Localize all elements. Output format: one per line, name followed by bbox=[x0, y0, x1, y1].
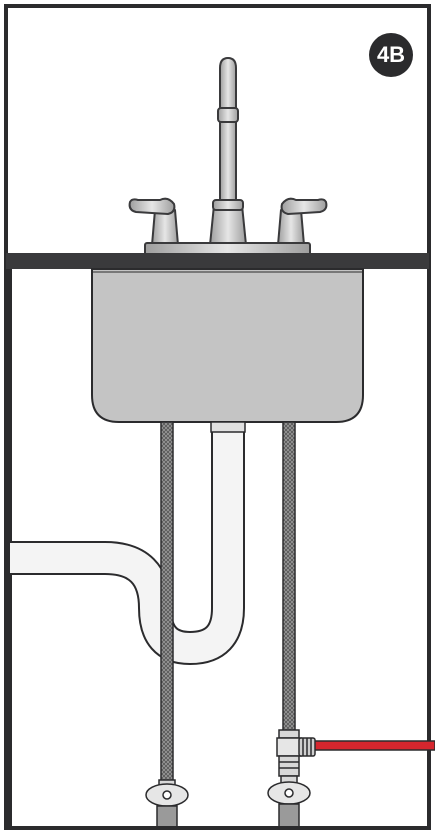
countertop bbox=[6, 253, 429, 269]
step-badge: 4B bbox=[369, 33, 413, 77]
sink-basin bbox=[91, 268, 364, 423]
supply-hose-right bbox=[282, 421, 296, 733]
shutoff-valve-icon bbox=[145, 779, 189, 829]
supply-hose-left bbox=[160, 421, 174, 783]
faucet-icon bbox=[128, 57, 328, 256]
water-line bbox=[311, 740, 435, 751]
tee-fitting-icon bbox=[276, 729, 316, 777]
shutoff-valve-icon bbox=[267, 775, 311, 829]
